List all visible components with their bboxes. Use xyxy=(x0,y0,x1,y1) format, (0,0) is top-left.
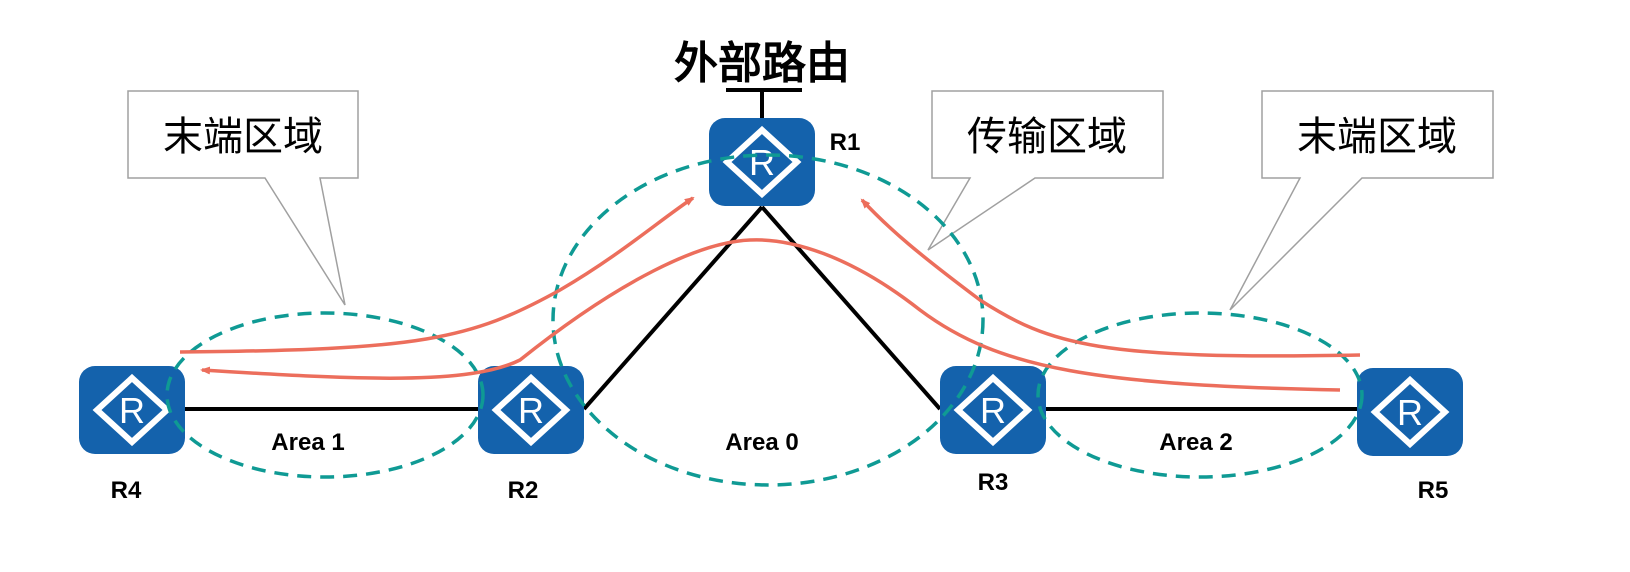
callout-transit-text: 传输区域 xyxy=(967,114,1127,160)
callout-left-stub-text: 末端区域 xyxy=(163,114,323,160)
router-glyph: R xyxy=(518,390,544,431)
router-r4-label: R4 xyxy=(111,477,142,504)
router-r2-label: R2 xyxy=(508,477,539,504)
router-glyph: R xyxy=(980,390,1006,431)
area2-boundary xyxy=(1036,311,1364,479)
router-r3[interactable]: R xyxy=(940,366,1046,454)
router-r5[interactable]: R xyxy=(1357,368,1463,456)
area1-boundary xyxy=(165,311,485,479)
area0-boundary xyxy=(551,153,985,487)
link-r1-r3 xyxy=(760,205,942,411)
router-r5-label: R5 xyxy=(1418,477,1449,504)
link-r1-r2 xyxy=(582,205,764,411)
router-glyph: R xyxy=(119,390,145,431)
area1-label: Area 1 xyxy=(271,429,344,456)
router-r1-label: R1 xyxy=(830,129,861,156)
callout-left-stub: 末端区域 xyxy=(127,90,359,306)
callout-right-stub: 末端区域 xyxy=(1229,90,1494,311)
router-r4[interactable]: R xyxy=(79,366,185,454)
callout-right-stub-text: 末端区域 xyxy=(1297,114,1457,160)
router-r1[interactable]: R xyxy=(709,118,815,206)
router-glyph: R xyxy=(749,142,775,183)
area2-label: Area 2 xyxy=(1159,429,1232,456)
router-r2[interactable]: R xyxy=(478,366,584,454)
router-r3-label: R3 xyxy=(978,469,1009,496)
area0-label: Area 0 xyxy=(725,429,798,456)
flow-r5-to-r4 xyxy=(200,238,1341,392)
flow-r5-to-r1 xyxy=(860,198,1361,358)
router-glyph: R xyxy=(1397,392,1423,433)
callout-transit: 传输区域 xyxy=(927,90,1164,251)
external-route-title: 外部路由 xyxy=(674,38,850,89)
flow-r4-to-r1 xyxy=(179,196,695,354)
